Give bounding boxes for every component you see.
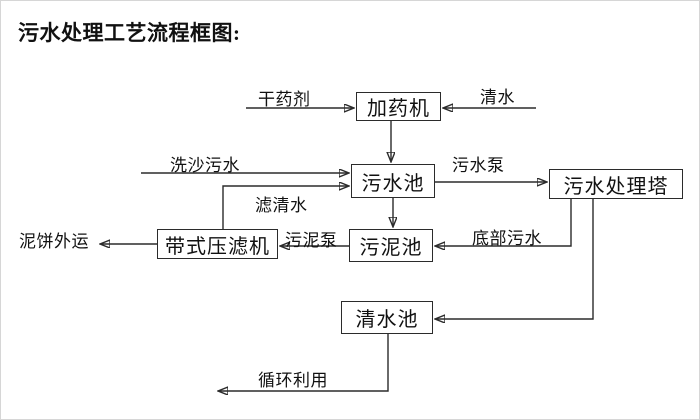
edge-tower-to-clean-pool-arrow [436,199,594,319]
label-filtered-water: 滤清水 [255,196,308,215]
edge-filtered-water-arrow [222,186,348,229]
node-treatment-tower: 污水处理塔 [549,169,683,199]
node-sludge-pool-label: 污泥池 [359,237,423,259]
label-sludge-pump: 污泥泵 [285,231,338,250]
node-clean-water-pool: 清水池 [341,301,433,334]
label-bottom-sewage: 底部污水 [472,229,542,248]
label-mud-cake-outbound: 泥饼外运 [19,232,89,251]
node-dosing-machine: 加药机 [356,92,441,121]
node-belt-filter-press-label: 带式压滤机 [165,235,270,258]
node-belt-filter-press: 带式压滤机 [157,229,278,259]
edge-bottom-sewage-arrow [436,199,572,246]
edge-recycling-arrow [219,334,389,391]
label-recycling: 循环利用 [258,371,328,390]
node-treatment-tower-label: 污水处理塔 [563,175,669,198]
diagram-title: 污水处理工艺流程框图: [18,21,241,45]
label-sand-washing-sewage: 洗沙污水 [170,156,240,175]
node-clean-water-pool-label: 清水池 [355,309,419,331]
node-dosing-machine-label: 加药机 [367,98,430,120]
node-sewage-pool: 污水池 [351,164,435,198]
label-clean-water: 清水 [480,88,515,107]
label-dry-agent: 干药剂 [258,90,311,109]
label-sewage-pump: 污水泵 [452,156,505,175]
node-sewage-pool-label: 污水池 [361,172,425,195]
node-sludge-pool: 污泥池 [349,229,433,262]
